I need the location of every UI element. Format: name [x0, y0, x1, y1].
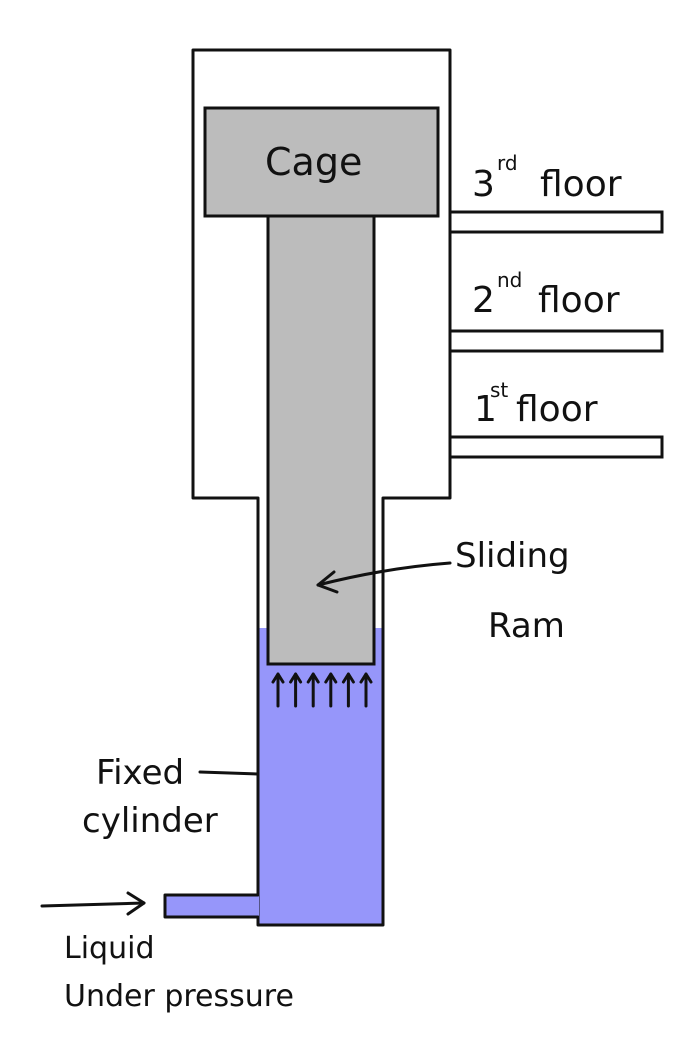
cage-label: Cage [265, 140, 362, 184]
fixed-cylinder-label-line2: cylinder [82, 801, 218, 841]
inlet-pipe-outline [163, 893, 260, 919]
liquid-label-line1: Liquid [64, 931, 154, 966]
floor-1-suffix: st [490, 378, 508, 402]
pressure-arrow [271, 672, 285, 708]
sliding-ram [266, 210, 376, 666]
fixed-cylinder-leader-line [198, 770, 260, 776]
floor-1: 1 st floor [448, 378, 664, 459]
pressure-arrow [324, 672, 338, 708]
floor-3-word: floor [540, 164, 622, 205]
floor-2-word: floor [538, 280, 620, 321]
pressure-arrow [306, 672, 320, 708]
sliding-ram-label-line2: Ram [488, 606, 565, 646]
floor-2-suffix: nd [497, 268, 522, 292]
sliding-ram-pointer-arrow [316, 561, 452, 594]
floor-3-ledge [448, 210, 664, 234]
floor-2: 2 nd floor [448, 268, 664, 353]
pressure-arrows [271, 672, 373, 708]
fixed-cylinder-label-line1: Fixed [96, 753, 184, 793]
liquid-label-line2: Under pressure [64, 979, 294, 1014]
pressure-arrow [341, 672, 355, 708]
floor-3: 3 rd floor [448, 151, 664, 234]
floor-3-suffix: rd [497, 151, 518, 175]
liquid-in-cylinder [259, 628, 382, 924]
floor-1-ledge [448, 435, 664, 459]
cage [203, 106, 440, 218]
pressure-arrow [289, 672, 303, 708]
liquid-inlet-arrow [40, 891, 146, 916]
floor-2-number: 2 [472, 280, 495, 321]
pressure-arrow [359, 672, 373, 708]
floor-3-number: 3 [472, 164, 495, 205]
floor-1-word: floor [516, 389, 598, 430]
floor-1-number: 1 [474, 389, 497, 430]
inlet-pipe [165, 895, 259, 917]
floor-2-ledge [448, 329, 664, 353]
sliding-ram-label-line1: Sliding [455, 536, 570, 576]
